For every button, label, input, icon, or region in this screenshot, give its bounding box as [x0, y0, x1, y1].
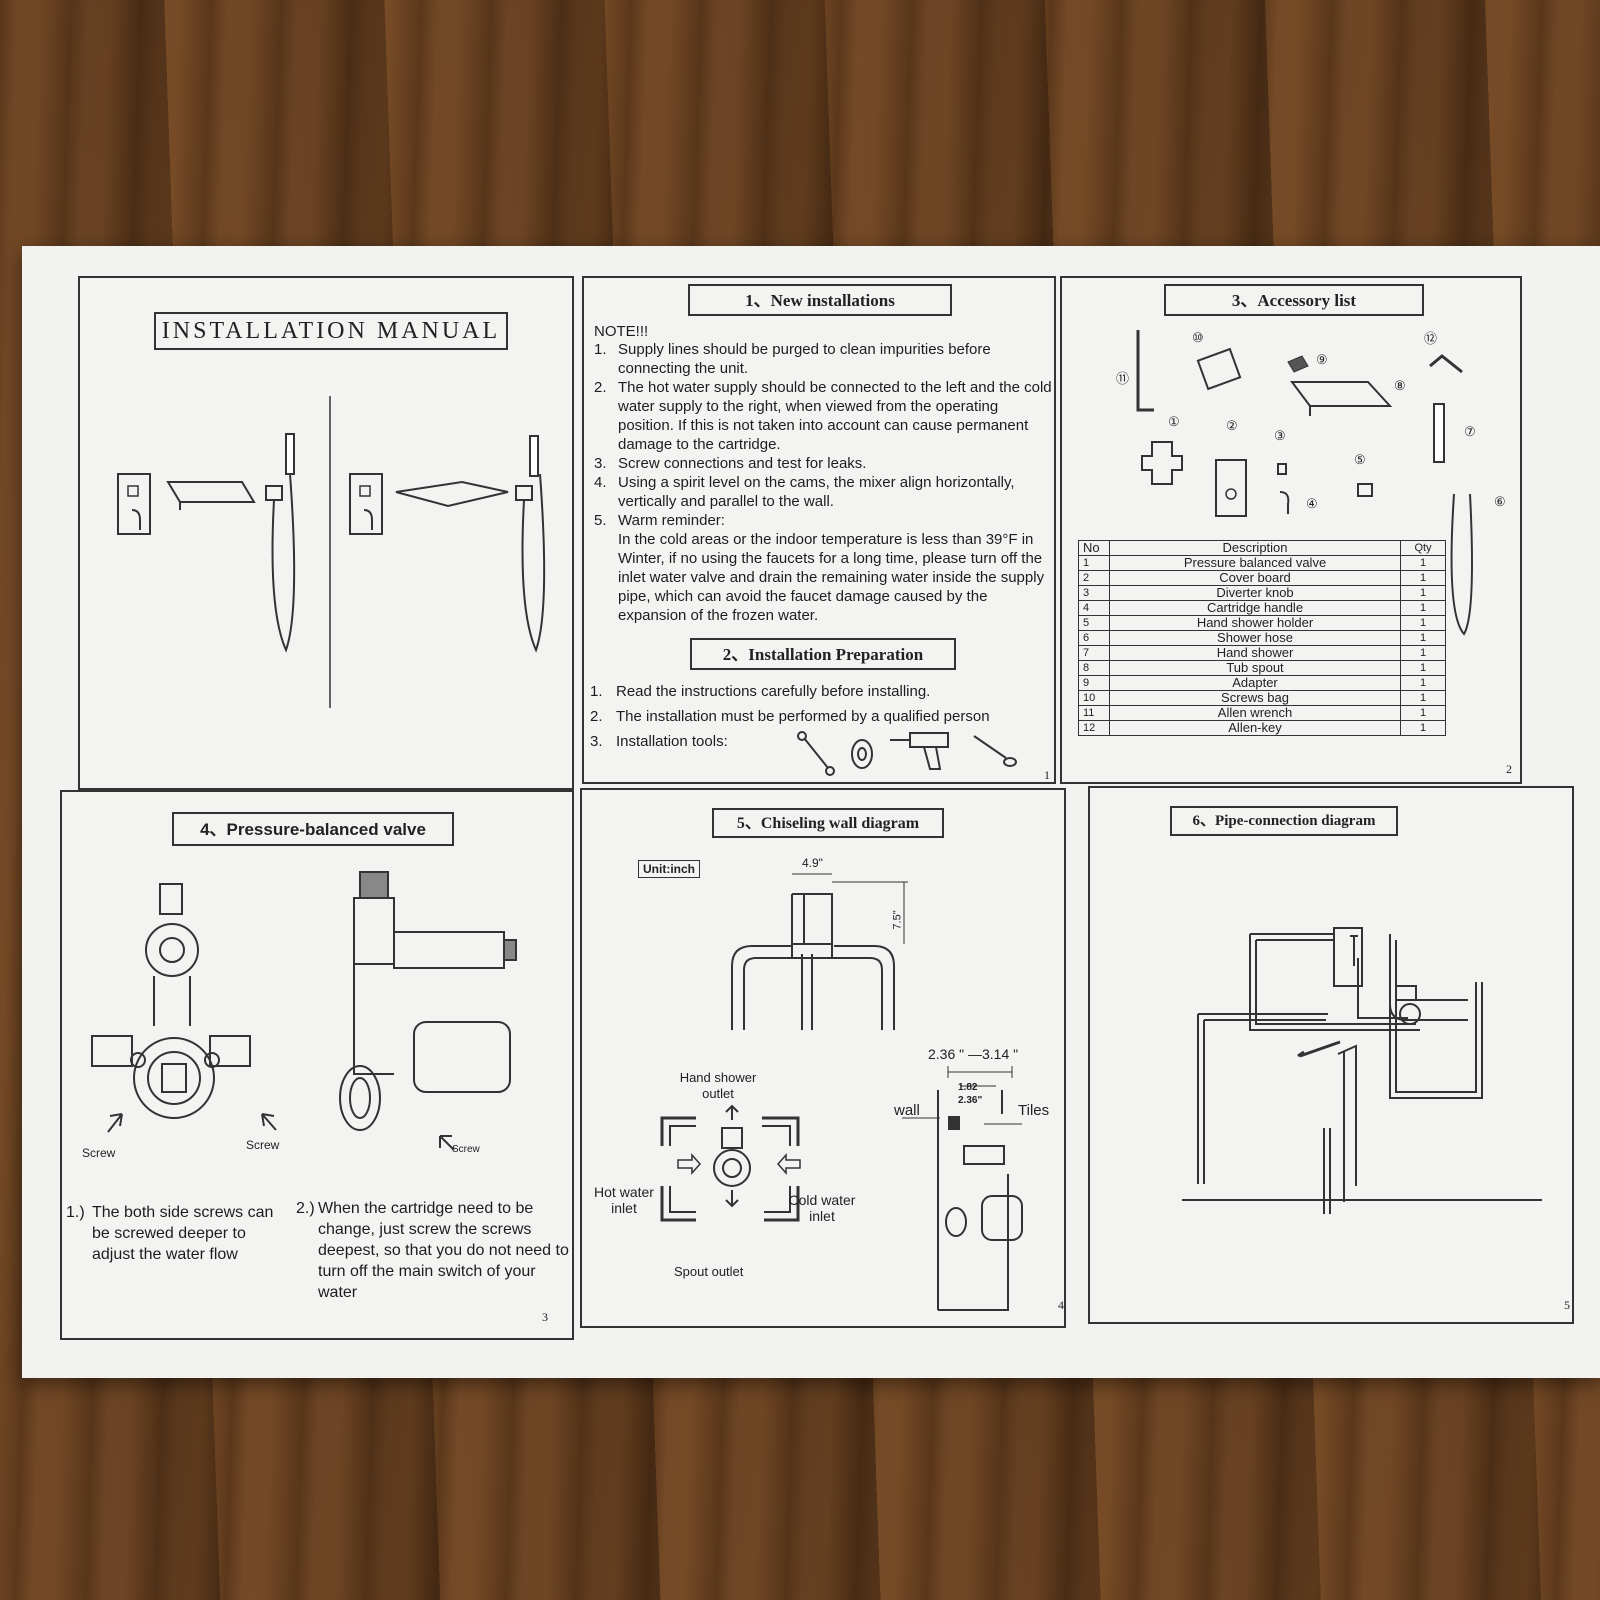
- hand-shower-outlet-label: Hand shower outlet: [679, 1070, 757, 1101]
- wall-label: wall: [894, 1102, 920, 1119]
- dim-inner-1: 1.82: [958, 1082, 978, 1093]
- prep-item: 2.The installation must be performed by …: [590, 708, 990, 725]
- valve-note-2: 2.) When the cartridge need to be change…: [296, 1200, 569, 1301]
- prep-item: 1.Read the instructions carefully before…: [590, 683, 931, 700]
- header-no: No: [1078, 540, 1110, 556]
- prep-item: 3.Installation tools:: [590, 733, 728, 750]
- instruction-sheet: INSTALLATION MANUAL 1、New installations …: [22, 246, 1600, 1378]
- callout-4: ④: [1306, 496, 1318, 511]
- cover-panel: INSTALLATION MANUAL: [78, 276, 574, 790]
- callout-8: ⑧: [1394, 378, 1406, 393]
- note-item: 4.Using a spirit level on the cams, the …: [594, 474, 1015, 510]
- callout-11: ⑪: [1116, 371, 1130, 386]
- note-item: 5.Warm reminder:: [594, 512, 725, 529]
- screw-label-right: Screw: [246, 1138, 280, 1152]
- note-heading: NOTE!!!: [594, 323, 649, 340]
- page-number: 1: [1044, 768, 1050, 782]
- section6-title: 6、Pipe-connection diagram: [1170, 806, 1398, 836]
- callout-2: ②: [1226, 418, 1238, 433]
- warm-reminder-text: In the cold areas or the indoor temperat…: [618, 531, 1045, 624]
- page-number: 3: [542, 1310, 548, 1324]
- dim-width: 4.9": [802, 856, 823, 870]
- section4-title: 4、Pressure-balanced valve: [172, 812, 454, 846]
- chiseling-wall-panel: 5、Chiseling wall diagram Unit:inch: [580, 788, 1066, 1328]
- callout-3: ③: [1274, 428, 1286, 443]
- dim-inner-2: 2.36": [958, 1095, 983, 1106]
- spout-outlet-label: Spout outlet: [674, 1264, 744, 1279]
- tools-illustration: [797, 731, 1017, 776]
- page-number: 5: [1564, 1298, 1570, 1312]
- pipe-connection-panel: 6、Pipe-connection diagram 5: [1088, 786, 1574, 1324]
- accessory-list-panel: 3、Accessory list: [1060, 276, 1522, 784]
- screwdriver-icon: [973, 735, 1017, 767]
- section1-title: 1、New installations: [688, 284, 952, 316]
- note-item: 3.Screw connections and test for leaks.: [594, 455, 867, 472]
- wall-cavity-diagram: [660, 873, 1023, 1311]
- note-item: 2.The hot water supply should be connect…: [594, 379, 1052, 453]
- page-number: 2: [1506, 762, 1512, 776]
- dim-height: 7.5": [891, 910, 904, 930]
- cold-water-inlet-label: Cold water inlet: [788, 1192, 856, 1224]
- preparation-list: 1.Read the instructions carefully before…: [590, 682, 1050, 757]
- manual-title: INSTALLATION MANUAL: [154, 312, 508, 350]
- callout-12: ⑫: [1424, 331, 1438, 346]
- dim-depth: 2.36 " —3.14 ": [928, 1046, 1019, 1062]
- note-item: 1.Supply lines should be purged to clean…: [594, 341, 991, 377]
- accessory-parts-illustration: [1136, 330, 1473, 636]
- header-description: Description: [1109, 540, 1401, 556]
- drill-icon: [890, 732, 949, 770]
- page-number: 4: [1058, 1298, 1064, 1312]
- callout-9: ⑨: [1316, 352, 1328, 367]
- hot-water-inlet-label: Hot water inlet: [594, 1184, 654, 1216]
- section2-title: 2、Installation Preparation: [690, 638, 956, 670]
- screw-label-left: Screw: [82, 1146, 116, 1160]
- callout-10: ⑩: [1192, 330, 1204, 345]
- table-header-row: No Description Qty: [1078, 540, 1446, 556]
- section3-title: 3、Accessory list: [1164, 284, 1424, 316]
- valve-illustration: [91, 871, 517, 1151]
- new-installations-panel: 1、New installations NOTE!!! 1.Supply lin…: [582, 276, 1056, 784]
- pressure-valve-panel: 4、Pressure-balanced valve: [60, 790, 574, 1340]
- callout-6: ⑥: [1494, 494, 1506, 509]
- tape-icon: [851, 739, 873, 769]
- wrench-icon: [797, 731, 835, 776]
- section5-title: 5、Chiseling wall diagram: [712, 808, 944, 838]
- screw-label-side: Screw: [452, 1144, 480, 1155]
- callout-7: ⑦: [1464, 424, 1476, 439]
- tiles-label: Tiles: [1018, 1102, 1050, 1119]
- product-overview-illustration: [117, 396, 546, 708]
- callout-5: ⑤: [1354, 452, 1366, 467]
- callout-1: ①: [1168, 414, 1180, 429]
- valve-note-1: 1.) The both side screws can be screwed …: [66, 1204, 274, 1263]
- header-qty: Qty: [1400, 540, 1446, 556]
- notes-list: 1.Supply lines should be purged to clean…: [594, 340, 1052, 625]
- pipe-connection-illustration: [1182, 927, 1542, 1214]
- unit-label: Unit:inch: [638, 860, 700, 878]
